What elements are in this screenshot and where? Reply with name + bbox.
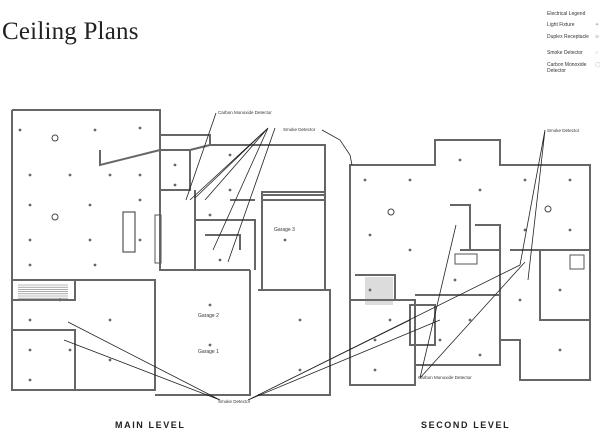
light-fixture-icon xyxy=(88,238,92,242)
light-fixture-icon xyxy=(93,263,97,267)
room-label-garage-1: Garage 1 xyxy=(198,349,219,355)
legend-item-light-fixture: Light Fixture✦ xyxy=(547,22,600,28)
light-fixture-icon xyxy=(523,178,527,182)
light-fixture-icon xyxy=(228,153,232,157)
duplex-receptacle-icon: ⊖ xyxy=(595,34,600,40)
tub xyxy=(454,253,478,265)
carbon-monoxide-icon: ◯ xyxy=(595,62,600,68)
light-fixture-icon: ✦ xyxy=(595,22,600,28)
light-fixture-icon xyxy=(408,248,412,252)
light-fixture-icon xyxy=(173,163,177,167)
light-fixture-icon xyxy=(568,228,572,232)
light-fixture-icon xyxy=(438,338,442,342)
ceiling-fan-icon xyxy=(387,208,395,216)
light-fixture-icon xyxy=(138,198,142,202)
light-fixture-icon xyxy=(173,183,177,187)
light-fixture-icon xyxy=(28,203,32,207)
page-title: Ceiling Plans xyxy=(2,18,139,45)
ceiling-fan-icon xyxy=(544,205,552,213)
light-fixture-icon xyxy=(68,348,72,352)
smoke-detector-label-top: Smoke Detector xyxy=(283,127,316,132)
light-fixture-icon xyxy=(363,178,367,182)
light-fixture-icon xyxy=(228,188,232,192)
legend-item-carbon-monoxide: Carbon Monoxide Detector◯ xyxy=(547,62,600,74)
light-fixture-icon xyxy=(458,158,462,162)
light-fixture-icon xyxy=(388,318,392,322)
light-fixture-icon xyxy=(373,368,377,372)
light-fixture-icon xyxy=(453,278,457,282)
ceiling-fans xyxy=(51,134,552,221)
light-fixture-icon xyxy=(408,178,412,182)
tub xyxy=(569,254,585,270)
smoke-detector-label-bottom: Smoke Detector xyxy=(218,399,251,404)
light-fixture-icon xyxy=(138,126,142,130)
stairs xyxy=(18,277,393,305)
smoke-detector-icon: ○ xyxy=(595,50,599,56)
light-fixture-icon xyxy=(18,128,22,132)
light-fixture-icon xyxy=(28,318,32,322)
light-fixture-icon xyxy=(368,233,372,237)
light-fixture-icon xyxy=(558,288,562,292)
light-fixture-icon xyxy=(108,358,112,362)
light-fixture-icon xyxy=(108,173,112,177)
kitchen-island xyxy=(122,211,136,253)
room-label-garage-3: Garage 3 xyxy=(274,227,295,233)
light-fixture-icon xyxy=(28,173,32,177)
leader-lines xyxy=(63,112,546,401)
counter xyxy=(154,214,162,264)
co-detector-label-bottom: Carbon Monoxide Detector xyxy=(418,375,472,380)
legend-title: Electrical Legend xyxy=(547,11,586,17)
light-fixture-icon xyxy=(218,258,222,262)
light-fixture-icon xyxy=(298,318,302,322)
electrical-legend: Electrical Legend Light Fixture✦ Duplex … xyxy=(547,11,600,80)
light-fixture-icon xyxy=(93,128,97,132)
light-fixture-icon xyxy=(108,318,112,322)
legend-item-duplex-receptacle: Duplex Receptacle⊖ xyxy=(547,34,600,40)
light-fixture-icon xyxy=(568,178,572,182)
light-fixture-icon xyxy=(88,203,92,207)
light-fixture-icon xyxy=(58,298,62,302)
walls xyxy=(11,109,591,396)
light-fixture-icon xyxy=(208,213,212,217)
ceiling-fan-icon xyxy=(51,134,59,142)
light-fixture-icon xyxy=(28,238,32,242)
light-fixture-icon xyxy=(558,348,562,352)
light-fixture-icon xyxy=(138,238,142,242)
light-fixture-icon xyxy=(28,378,32,382)
light-fixture-icon xyxy=(28,263,32,267)
light-fixtures xyxy=(18,126,572,382)
smoke-detector-label-right: Smoke Detector xyxy=(547,128,580,133)
co-detector-label-top: Carbon Monoxide Detector xyxy=(218,110,272,115)
light-fixture-icon xyxy=(283,238,287,242)
light-fixture-icon xyxy=(298,368,302,372)
light-fixture-icon xyxy=(468,318,472,322)
light-fixture-icon xyxy=(523,228,527,232)
light-fixture-icon xyxy=(478,353,482,357)
light-fixture-icon xyxy=(373,338,377,342)
ceiling-fan-icon xyxy=(51,213,59,221)
light-fixture-icon xyxy=(478,188,482,192)
second-level-label: SECOND LEVEL xyxy=(421,420,511,430)
light-fixture-icon xyxy=(208,343,212,347)
light-fixture-icon xyxy=(28,348,32,352)
light-fixture-icon xyxy=(518,298,522,302)
legend-item-smoke-detector: Smoke Detector○ xyxy=(547,50,599,56)
light-fixture-icon xyxy=(208,303,212,307)
room-label-garage-2: Garage 2 xyxy=(198,313,219,319)
light-fixture-icon xyxy=(138,173,142,177)
light-fixture-icon xyxy=(68,173,72,177)
main-level-label: MAIN LEVEL xyxy=(115,420,186,430)
